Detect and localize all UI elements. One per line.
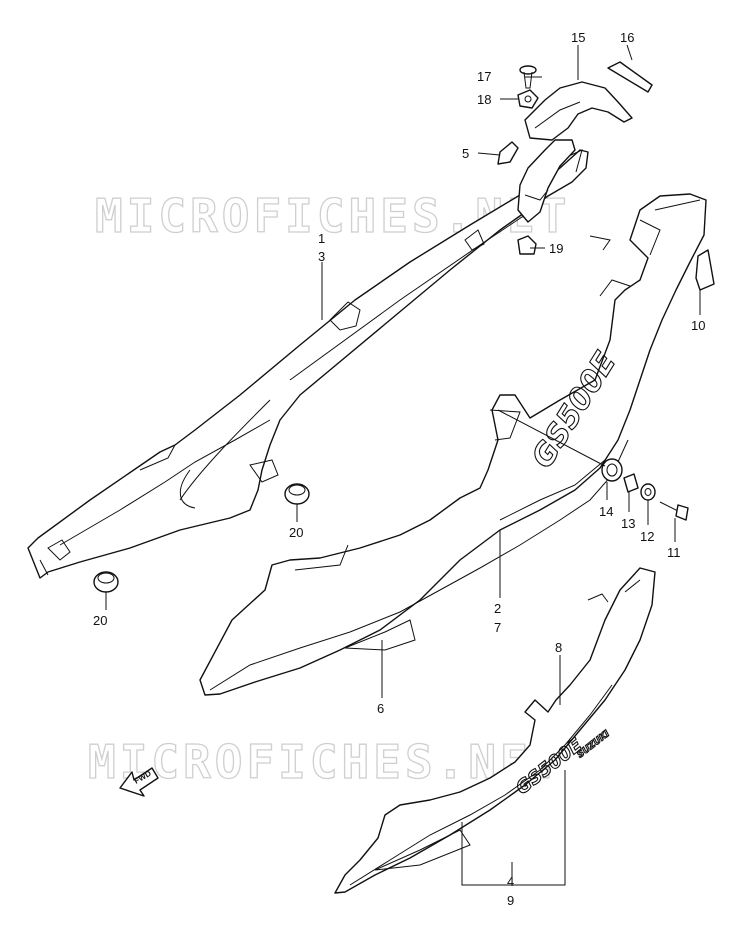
sticker-16	[607, 61, 653, 93]
callout-6: 6	[377, 701, 384, 716]
callout-5: 5	[462, 146, 469, 161]
washer-12	[640, 483, 656, 501]
callout-8: 8	[555, 640, 562, 655]
callout-16: 16	[620, 30, 634, 45]
bolt-11	[659, 501, 689, 521]
callout-labels: 1 3 2 7 4 9 5 6 8 10 11 12 13 14 15 16 1…	[93, 30, 705, 908]
callout-17: 17	[477, 69, 491, 84]
callout-11: 11	[667, 545, 681, 560]
grommet-14	[601, 458, 623, 482]
callout-9: 9	[507, 893, 514, 908]
callout-12: 12	[640, 529, 654, 544]
clip-5	[497, 141, 519, 165]
callout-3: 3	[318, 249, 325, 264]
callout-20-upper: 20	[289, 525, 303, 540]
left-frame-cover	[27, 149, 589, 579]
callout-14: 14	[599, 504, 613, 519]
leader-lines	[105, 44, 701, 886]
emblem-suzuki-small: SUZUKI	[576, 729, 613, 761]
callout-20-lower: 20	[93, 613, 107, 628]
callout-10: 10	[691, 318, 705, 333]
nut-18	[517, 89, 539, 109]
callout-18: 18	[477, 92, 491, 107]
grommet-20-upper	[284, 483, 310, 505]
callout-15: 15	[571, 30, 585, 45]
callout-1: 1	[318, 231, 325, 246]
callout-13: 13	[621, 516, 635, 531]
screw-17	[519, 65, 537, 89]
sticker-10	[695, 249, 715, 291]
watermark-bottom: MICROFICHES.NET	[88, 735, 563, 789]
collar-13	[623, 473, 639, 493]
callout-2: 2	[494, 601, 501, 616]
callout-19: 19	[549, 241, 563, 256]
rear-bracket	[517, 81, 633, 223]
callout-4: 4	[507, 874, 514, 889]
callout-7: 7	[494, 620, 501, 635]
clip-19	[517, 235, 537, 255]
grommet-20-lower	[93, 571, 119, 593]
